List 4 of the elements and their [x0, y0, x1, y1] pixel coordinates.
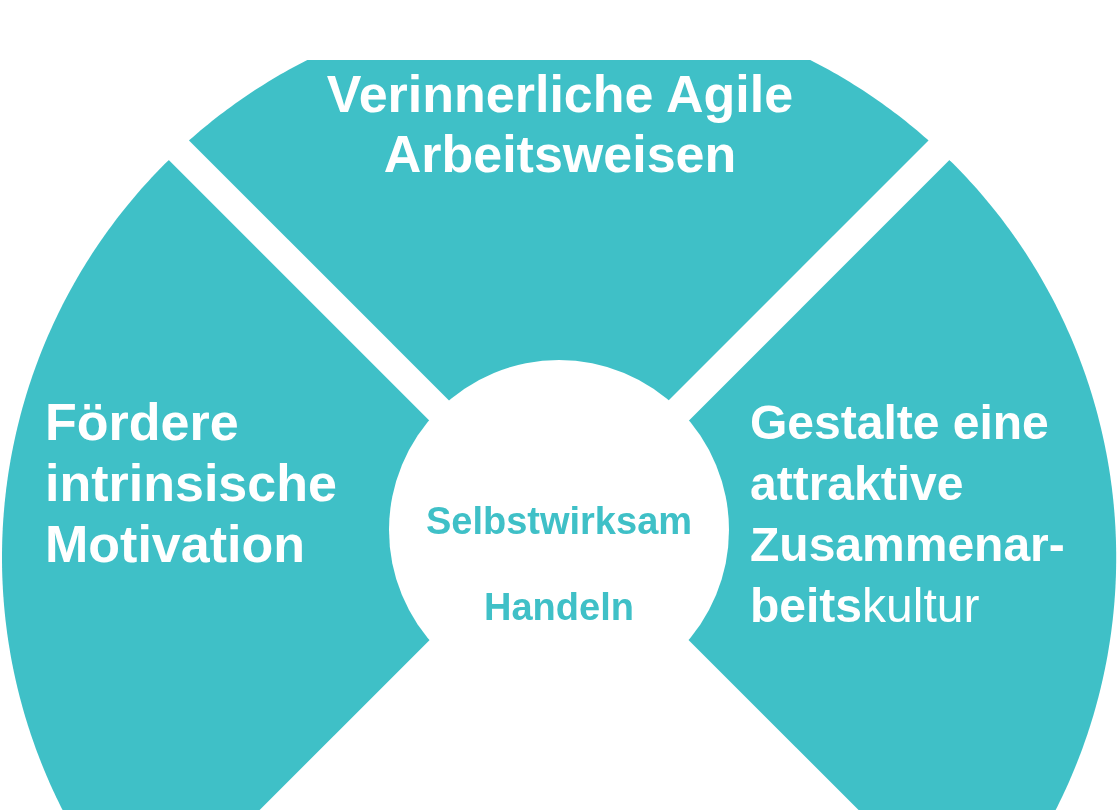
center-label: Selbstwirksam Handeln — [424, 499, 694, 630]
sector-label: Gestalte eine attraktive Zusammenar- beitskultur — [750, 395, 1066, 634]
sector-label: Verinnerliche Agile Arbeitsweisen — [325, 64, 795, 184]
sector-label: Fördere intrinsische Motivation — [45, 392, 338, 575]
